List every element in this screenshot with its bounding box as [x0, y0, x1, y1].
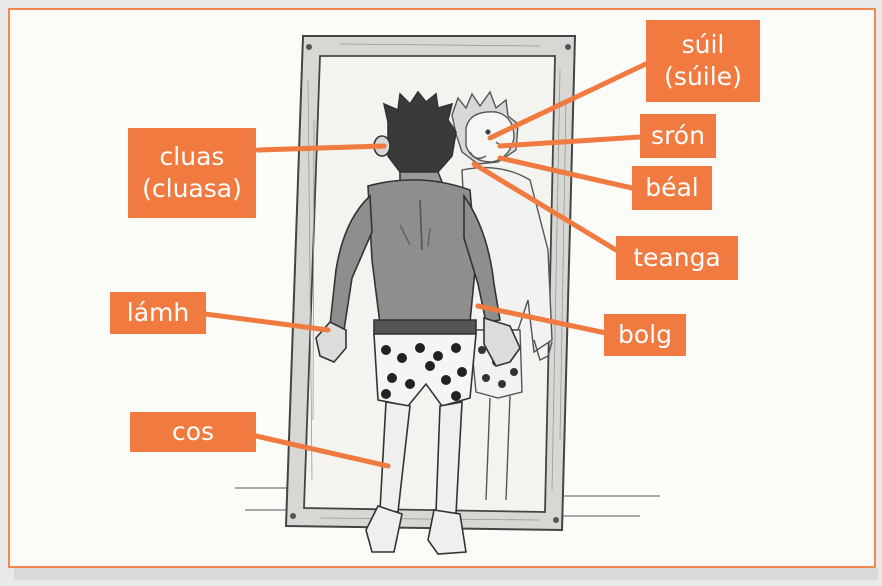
label-beal-text: béal [645, 172, 699, 205]
label-cluas-line2: (cluasa) [142, 173, 242, 206]
label-cluas-line1: cluas [160, 141, 225, 174]
label-suil-line1: súil [682, 29, 725, 62]
label-cos-text: cos [172, 416, 214, 449]
label-lamh: lámh [110, 292, 206, 334]
label-teanga: teanga [616, 236, 738, 280]
label-cluas: cluas (cluasa) [128, 128, 256, 218]
label-sron-text: srón [651, 120, 705, 153]
label-beal: béal [632, 166, 712, 210]
label-teanga-text: teanga [633, 242, 721, 275]
label-sron: srón [640, 114, 716, 158]
label-suil-line2: (súile) [664, 61, 742, 94]
label-suil: súil (súile) [646, 20, 760, 102]
label-cos: cos [130, 412, 256, 452]
label-bolg-text: bolg [618, 319, 672, 352]
label-bolg: bolg [604, 314, 686, 356]
label-lamh-text: lámh [127, 297, 189, 330]
